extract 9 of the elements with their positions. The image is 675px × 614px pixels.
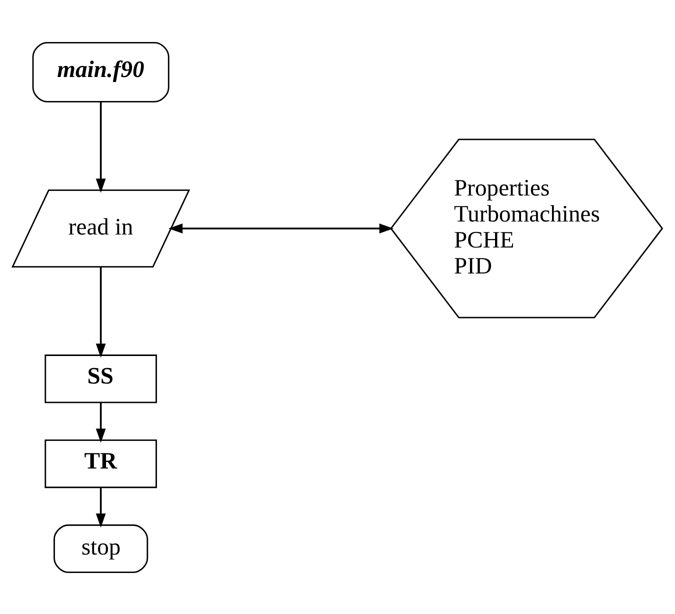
arrow xyxy=(168,223,394,233)
node-box: SS xyxy=(44,354,157,403)
node-box: stop xyxy=(54,524,148,572)
arrow xyxy=(96,487,106,528)
node-box: main.f90 xyxy=(32,42,170,102)
arrow xyxy=(96,402,106,442)
node-box: TR xyxy=(44,438,157,488)
arrow xyxy=(96,101,106,192)
arrow xyxy=(96,266,106,358)
